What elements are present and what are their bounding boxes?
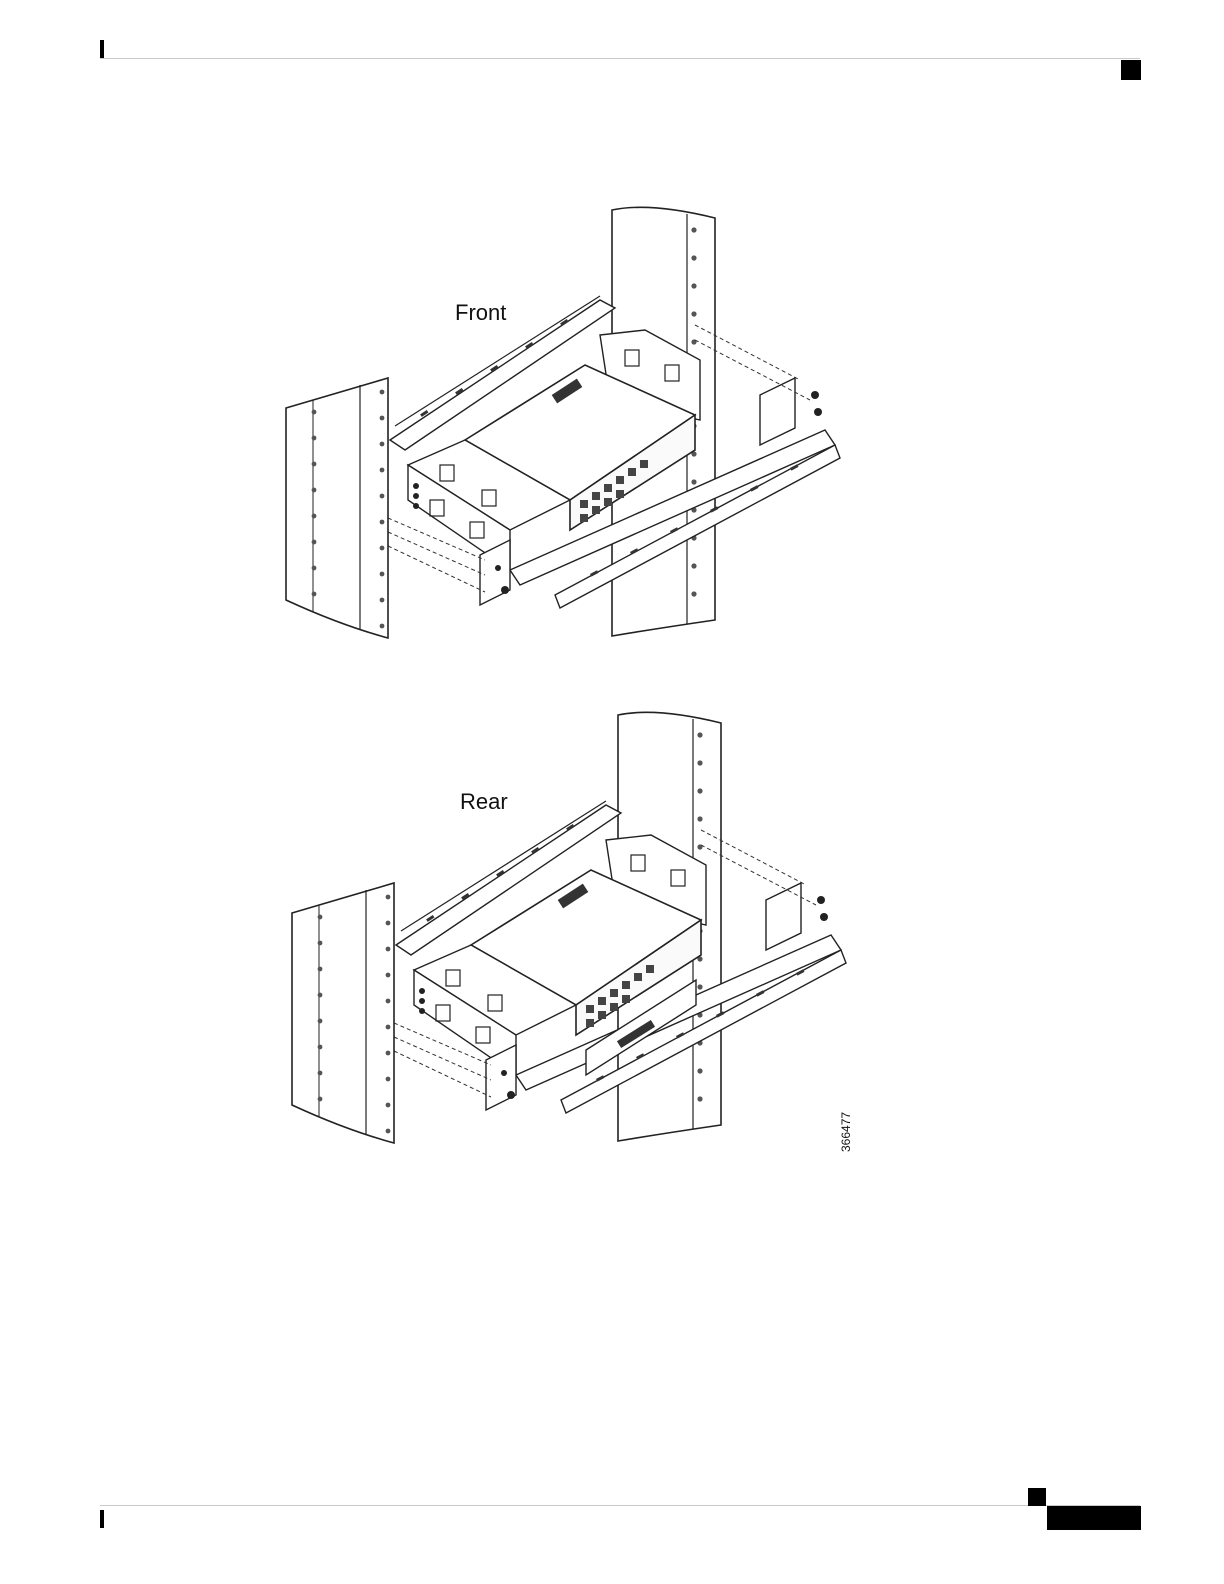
header-marker (1121, 60, 1141, 80)
header-rule (100, 58, 1140, 59)
rack-mount-figure: Front Rear 366477 (270, 200, 870, 1160)
rear-label: Rear (460, 789, 508, 814)
footer-marker (1028, 1488, 1046, 1506)
header-tick (100, 40, 104, 58)
footer-rule (100, 1505, 1140, 1506)
front-view-diagram (286, 207, 840, 638)
front-label: Front (455, 300, 506, 325)
footer-tick (100, 1510, 104, 1528)
page-number-tab (1047, 1506, 1141, 1530)
rear-view-diagram (292, 712, 846, 1143)
figure-id: 366477 (839, 1112, 853, 1152)
